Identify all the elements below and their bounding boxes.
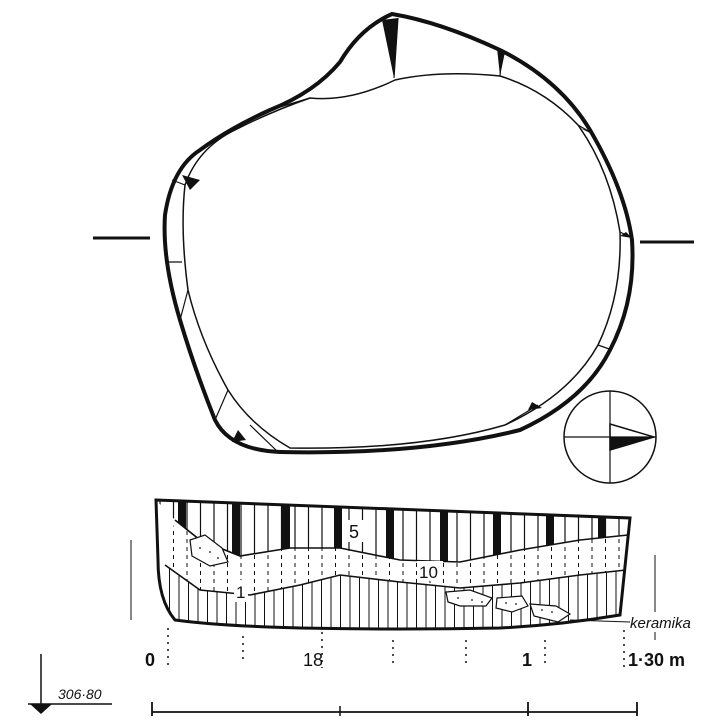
charcoal-band <box>282 500 290 562</box>
slope-wedge <box>382 18 398 78</box>
elevation-marker: 306·80 <box>28 654 112 714</box>
layer-label-18: 18 <box>303 650 323 670</box>
pit-section: 5 10 1 18 keramika <box>130 498 718 670</box>
pit-outline-outer <box>162 11 635 455</box>
pit-plan <box>93 11 694 455</box>
elevation-value: 306·80 <box>58 686 102 702</box>
slope-wedge <box>580 128 592 134</box>
charcoal-band <box>232 500 240 562</box>
charcoal-band <box>493 500 501 562</box>
stone-fragments <box>189 534 572 623</box>
layer-label-1: 1 <box>236 583 245 602</box>
layer-boundary-upper <box>174 519 629 563</box>
scale-bar: 0 1 1·30 m <box>145 650 685 716</box>
charcoal-band <box>178 500 186 562</box>
charcoal-band <box>598 500 606 562</box>
scale-tick-end: 1·30 m <box>628 650 685 670</box>
charcoal-band <box>334 500 342 562</box>
layer-label-5: 5 <box>349 522 359 542</box>
scale-tick-1: 1 <box>522 650 532 670</box>
charcoal-band <box>386 500 394 562</box>
slope-wedge <box>528 402 542 410</box>
layer-boundary-lower <box>164 564 627 596</box>
charcoal-band <box>440 500 448 562</box>
scale-tick-0: 0 <box>145 650 155 670</box>
elevation-marker-icon <box>28 654 112 714</box>
pit-outline-inner <box>182 73 621 449</box>
projection-dots <box>167 628 625 668</box>
slope-wedge <box>232 430 246 442</box>
section-outline <box>154 498 632 631</box>
slope-wedge <box>182 175 200 190</box>
charcoal-band <box>546 500 554 562</box>
find-label-keramika: keramika <box>630 615 691 632</box>
north-arrow-icon <box>563 390 657 484</box>
layer-label-10: 10 <box>419 563 438 582</box>
find-leader-line <box>569 619 631 623</box>
